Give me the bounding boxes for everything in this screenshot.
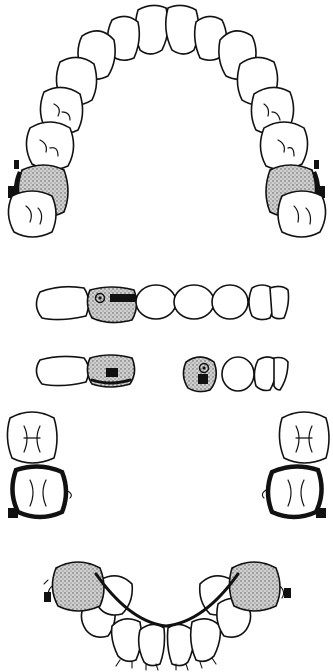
rest-upper-left-2 xyxy=(314,160,319,169)
rest-seat-dot-icon xyxy=(98,296,101,299)
rest-seat-dot-icon xyxy=(202,366,205,369)
tooth-row1-canine xyxy=(212,285,248,319)
tooth-upper-first-molar-right xyxy=(26,122,73,170)
occlusal-rest-row2b xyxy=(198,374,208,384)
rest-upper-right-2 xyxy=(14,160,19,169)
tooth-lower-central-incisor-right xyxy=(139,624,165,665)
tooth-lower-molar-right-abutment xyxy=(52,562,104,611)
tooth-lower-lateral-incisor-left xyxy=(191,619,221,662)
tooth-lower-central-incisor-left xyxy=(168,624,194,665)
tooth-lower-lateral-incisor-right xyxy=(112,619,142,662)
maxillary-partial-row xyxy=(36,285,288,323)
tooth-row1-premolar-1 xyxy=(136,285,176,319)
tooth-row2-incisor-edge xyxy=(274,358,288,391)
rest-lower-left xyxy=(316,508,326,518)
tooth-upper-central-incisor-right xyxy=(135,5,168,54)
tooth-lower-molar-left-abutment xyxy=(229,562,280,611)
rest-lower-arch-left xyxy=(284,588,291,598)
occlusal-rest-row1 xyxy=(110,294,136,302)
tooth-lower-molar-right-clasped xyxy=(12,466,66,517)
mandibular-arch xyxy=(44,562,291,670)
occlusal-rest-row2 xyxy=(106,368,118,377)
tooth-row1-premolar-2 xyxy=(174,285,214,319)
retention-wire xyxy=(262,490,266,498)
tooth-row2-molar xyxy=(36,356,88,385)
maxillary-arch xyxy=(8,5,326,237)
tooth-row2-canine xyxy=(222,357,254,391)
tooth-upper-third-molar-left xyxy=(278,191,326,237)
tooth-row2-incisor xyxy=(254,357,276,391)
mandibular-posterior-molars xyxy=(7,412,329,518)
rest-lower-right xyxy=(8,508,18,518)
mandibular-partial-row xyxy=(36,355,288,392)
tooth-upper-third-molar-right xyxy=(8,191,56,237)
tooth-row1-abutment xyxy=(87,287,136,323)
tooth-lower-molar-left-clasped xyxy=(268,466,322,517)
rest-lower-arch-right xyxy=(44,592,51,602)
tooth-upper-central-incisor-left xyxy=(166,5,199,54)
tooth-row1-molar xyxy=(36,287,88,320)
tooth-row1-incisor-edge xyxy=(270,286,289,318)
